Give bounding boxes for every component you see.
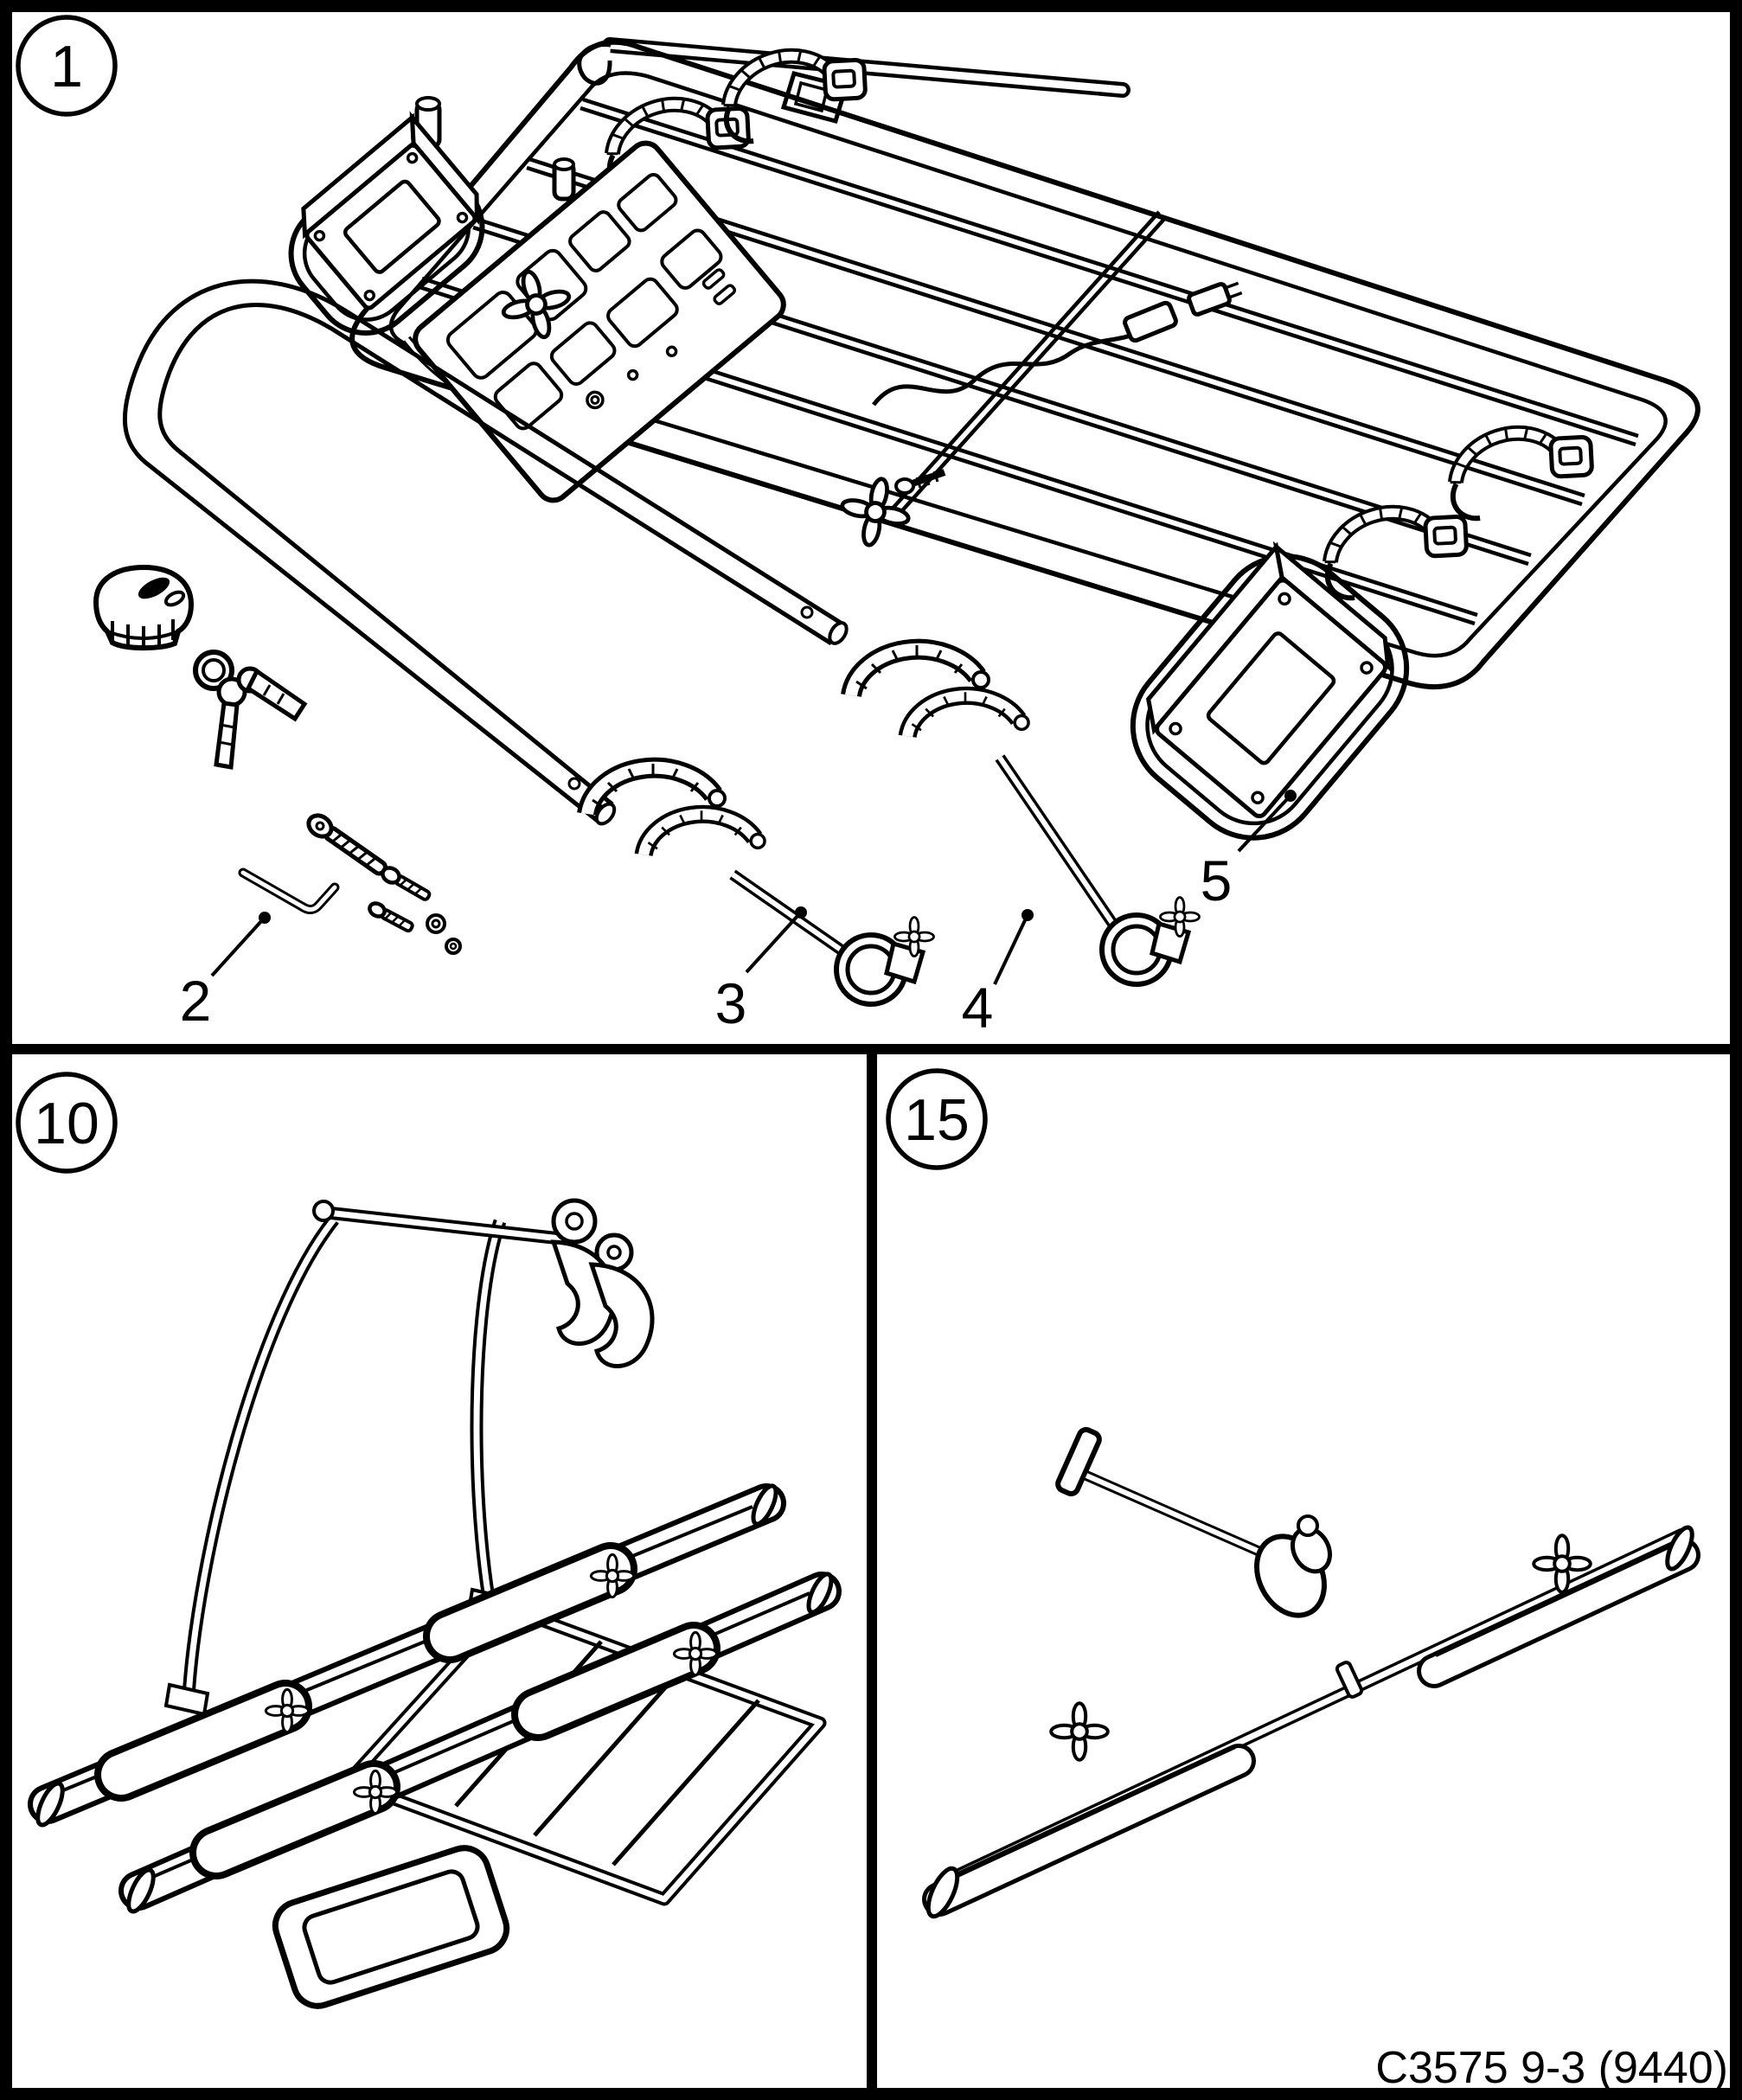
- part-label-3-text: 3: [715, 971, 747, 1035]
- part-label-3: 3: [715, 906, 807, 1035]
- lamp-unit-left: [288, 111, 485, 336]
- tow-arm: [577, 37, 1130, 125]
- platform-frame: [349, 39, 1700, 690]
- frame-clamp-head: [550, 1198, 655, 1368]
- wheel-clamp-arm-3: [587, 764, 935, 1007]
- small-bolt: [894, 469, 946, 495]
- allen-key: [238, 868, 340, 914]
- callout-10: 10: [16, 1072, 118, 1174]
- exploded-carrier-panel: 1 2 3 4 5: [16, 15, 1700, 1040]
- callout-10-number: 10: [34, 1091, 99, 1156]
- rail-wing-knob: [1051, 1703, 1108, 1760]
- wheel-rail-panel: 15 C3575 9-3 (9440): [886, 1068, 1728, 2093]
- callout-1: 1: [16, 15, 118, 117]
- carrier-lamp-box: [272, 1845, 510, 2009]
- wheel-clamp-arm-4: [851, 645, 1201, 987]
- part-label-2-text: 2: [180, 969, 212, 1033]
- part-label-2: 2: [180, 912, 271, 1033]
- callout-15-number: 15: [904, 1087, 970, 1153]
- part-label-5-text: 5: [1201, 848, 1233, 912]
- part-label-4-text: 4: [962, 976, 994, 1040]
- callout-15: 15: [886, 1068, 988, 1170]
- locking-knob: [93, 564, 195, 651]
- lamp-lens: [343, 179, 441, 274]
- crank-holder-rod: [1055, 1426, 1332, 1618]
- wheel-strap: [1437, 405, 1604, 524]
- keys: [193, 650, 308, 770]
- u-bar: [122, 279, 849, 826]
- mounting-hardware: [238, 813, 462, 955]
- assembled-carrier-panel: 10: [16, 1072, 842, 2009]
- wiring-cable: [872, 281, 1243, 407]
- figure-caption: C3575 9-3 (9440): [1375, 2043, 1728, 2093]
- callout-1-number: 1: [50, 34, 83, 99]
- lamp-unit-right: [1130, 541, 1410, 841]
- part-label-4: 4: [962, 909, 1034, 1040]
- part-label-5: 5: [1201, 790, 1297, 912]
- wheel-rail: [922, 1525, 1700, 1919]
- carrier-wheel-rails: [28, 1483, 842, 1914]
- lamp-lens: [1206, 631, 1336, 765]
- carrier-a-frame: [163, 1198, 655, 1717]
